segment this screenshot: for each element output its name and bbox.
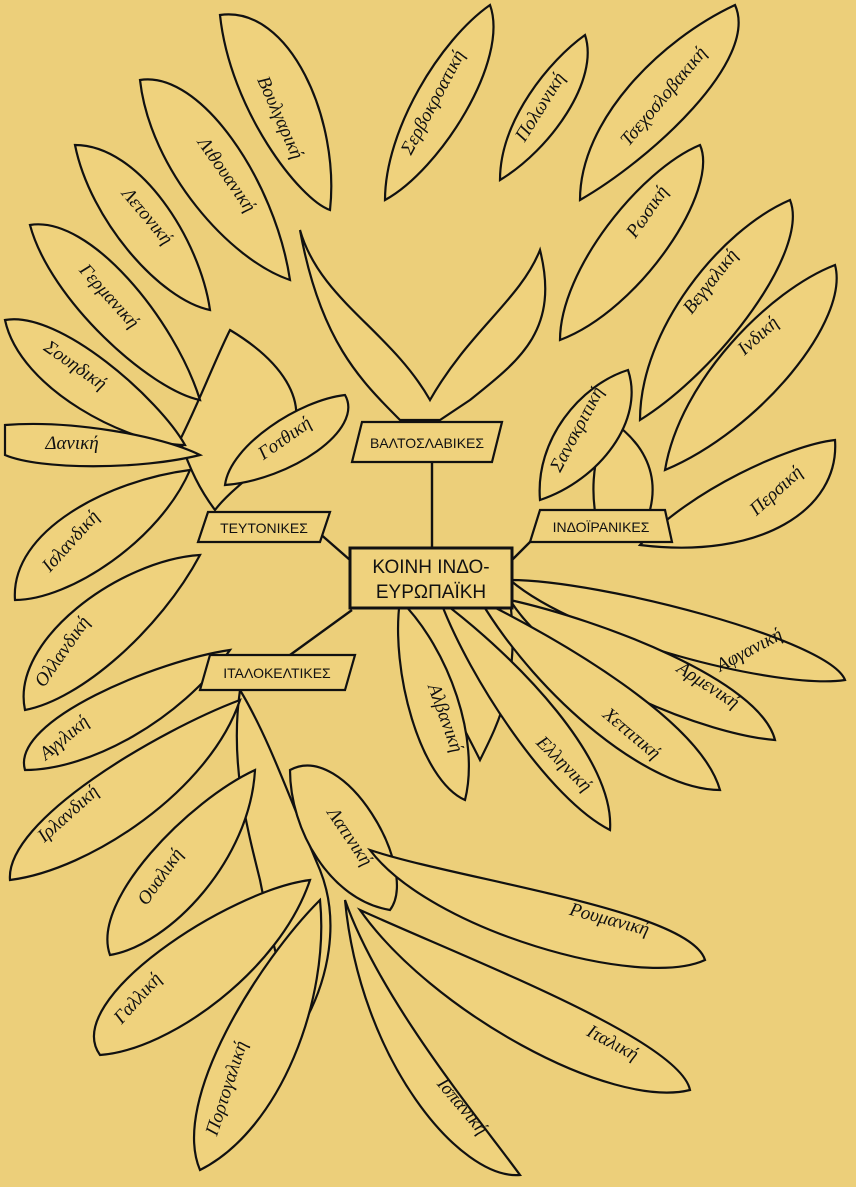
- leaf-german: Γερμανική: [28, 223, 202, 402]
- root-box: ΚΟΙΝΗ ΙΝΔΟ- ΕΥΡΩΠΑΪΚΗ: [348, 546, 514, 610]
- root-line1: ΚΟΙΝΗ ΙΝΔΟ-: [372, 557, 489, 578]
- leaf-indian: Ινδική: [663, 263, 838, 472]
- leaf-irish: Ιρλανδική: [8, 698, 242, 882]
- family-baltoslavic-box: ΒΑΛΤΟΣΛΑΒΙΚΕΣ: [350, 420, 504, 464]
- baltoslavic-branch: [298, 229, 547, 422]
- family-germanic-box: ΤΕΥΤΟΝΙΚΕΣ: [196, 510, 332, 544]
- leaf-polish: Πολωνική: [498, 33, 589, 182]
- family-indoiranian-label: ΙΝΔΟΪΡΑΝΙΚΕΣ: [553, 519, 650, 535]
- family-indoiranian-box: ΙΝΔΟΪΡΑΝΙΚΕΣ: [528, 508, 674, 544]
- family-italoceltic-box: ΙΤΑΛΟΚΕΛΤΙΚΕΣ: [198, 653, 357, 692]
- leaf-latvian: Λετονική: [73, 143, 212, 312]
- leaf-italian: Ιταλική: [356, 907, 692, 1094]
- leaf-greek: Ελληνική: [437, 596, 612, 832]
- connector-germanic: [317, 531, 351, 561]
- leaf-icelandic: Ισλανδική: [13, 468, 192, 602]
- leaf-serbocroatian: Σερβοκροατική: [383, 3, 495, 202]
- family-germanic-label: ΤΕΥΤΟΝΙΚΕΣ: [220, 520, 308, 536]
- root-line2: ΕΥΡΩΠΑΪΚΗ: [376, 582, 486, 603]
- family-baltoslavic-label: ΒΑΛΤΟΣΛΑΒΙΚΕΣ: [370, 435, 484, 451]
- connector-italoceltic: [289, 609, 353, 656]
- leaf-english: Αγγλική: [22, 648, 233, 772]
- leaf-danish-label: Δανική: [44, 433, 98, 454]
- family-italoceltic-label: ΙΤΑΛΟΚΕΛΤΙΚΕΣ: [223, 665, 331, 681]
- leaf-dutch: Ολλανδική: [22, 553, 202, 712]
- leaf-persian: Περσική: [637, 438, 837, 549]
- leaf-danish: Δανική: [3, 422, 204, 468]
- leaf-latin: Λατινική: [288, 764, 398, 912]
- leaf-portuguese: Πορτογαλική: [193, 897, 323, 1172]
- germanic-branch: [178, 328, 298, 512]
